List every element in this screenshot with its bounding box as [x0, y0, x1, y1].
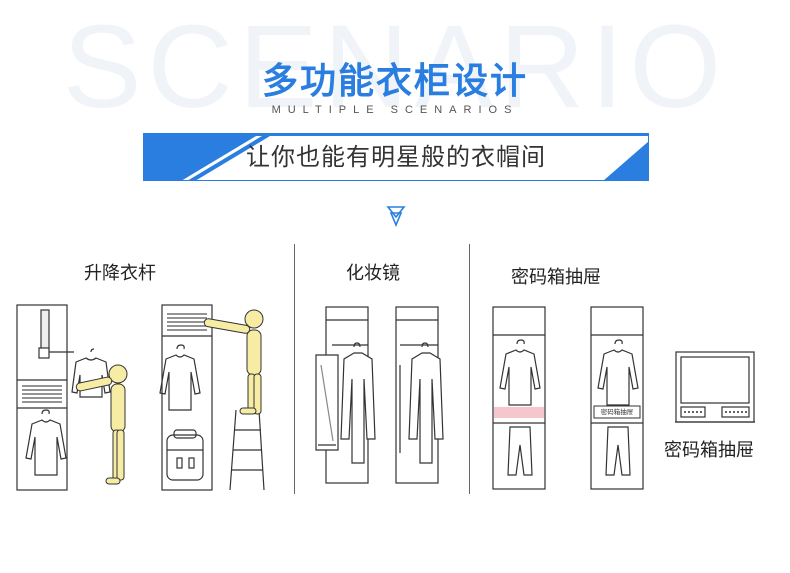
- lift-rod-wardrobe-illustration: [16, 304, 265, 491]
- section-label-vanity-mirror: 化妆镜: [346, 263, 400, 284]
- section-divider: [469, 244, 470, 494]
- down-chevron-icon: [386, 206, 406, 227]
- section-label-safe-drawer: 密码箱抽屉: [511, 267, 601, 288]
- section-label-lift-rod: 升降衣杆: [84, 263, 156, 284]
- page-title: 多功能衣柜设计: [261, 61, 528, 102]
- background-watermark: SCENARIO: [62, 1, 728, 133]
- safe-box-caption: 密码箱抽屉: [664, 440, 754, 461]
- safe-box-illustration: [675, 351, 755, 423]
- section-divider: [294, 244, 295, 494]
- vanity-mirror-wardrobe-illustration: [315, 306, 444, 484]
- page-subtitle-english: MULTIPLE SCENARIOS: [271, 104, 519, 116]
- banner-slogan: 让你也能有明星般的衣帽间: [246, 143, 546, 171]
- safe-drawer-wardrobe-illustration: [492, 306, 644, 490]
- safe-drawer-tag: 密码箱抽屉: [600, 408, 634, 416]
- banner-frame: [143, 133, 649, 181]
